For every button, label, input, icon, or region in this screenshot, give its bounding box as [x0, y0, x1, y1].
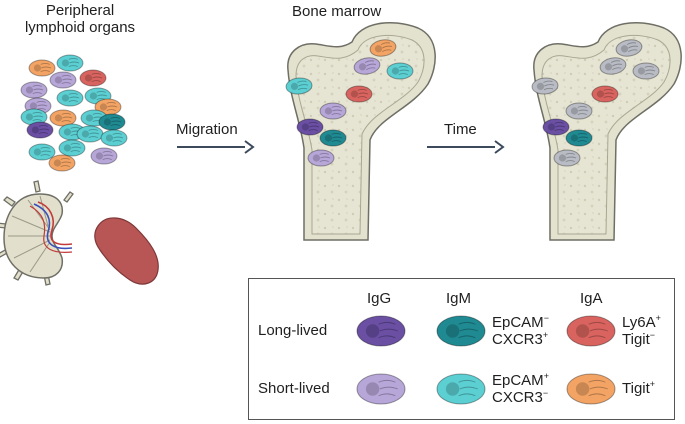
bone-cell-igm-short [285, 77, 313, 95]
cell-igg-short [49, 71, 77, 89]
legend-cell-igm-long [436, 315, 486, 347]
bone-cell-igg-short [307, 149, 335, 167]
cell-iga-short [28, 59, 56, 77]
legend-cell-iga-long [566, 315, 616, 347]
cell-iga-long [79, 69, 107, 87]
legend-iga-long-marker: Ly6A+ Tigit− [622, 313, 661, 349]
cell-igg-long [26, 121, 54, 139]
cell-iga-short [48, 154, 76, 172]
cell-igg-short [20, 81, 48, 99]
cell-igm-short [56, 54, 84, 72]
cell-igm-short [84, 87, 112, 105]
bone-cell-faded [553, 149, 581, 167]
bone-cell-igg-long [296, 118, 324, 136]
legend-cell-igm-short [436, 373, 486, 405]
bone-marrow-before [285, 22, 436, 241]
spleen-icon [94, 217, 159, 285]
bone-cell-iga-long [591, 85, 619, 103]
lymph-node-icon [0, 180, 74, 286]
bone-cell-faded [599, 57, 627, 75]
bone-cell-faded [565, 102, 593, 120]
bone-cell-igm-long [319, 129, 347, 147]
time-arrow [427, 140, 505, 154]
legend-box [248, 278, 675, 420]
cell-iga-short [49, 109, 77, 127]
bone-cell-igm-short [386, 62, 414, 80]
cell-igm-short [76, 125, 104, 143]
bone-marrow-after [531, 22, 682, 241]
legend-row-short: Short-lived [258, 380, 330, 397]
migration-label: Migration [176, 121, 238, 138]
bone-cell-igg-short [353, 57, 381, 75]
bone-cell-faded [615, 39, 643, 57]
legend-col-iga: IgA [580, 290, 603, 307]
time-label: Time [444, 121, 477, 138]
bone-cell-iga-short [369, 39, 397, 57]
bone-cell-igg-long [542, 118, 570, 136]
cell-igm-short [58, 139, 86, 157]
legend-cell-igg-short [356, 373, 406, 405]
legend-row-long: Long-lived [258, 322, 328, 339]
cell-igm-short [56, 89, 84, 107]
legend-col-igm: IgM [446, 290, 472, 307]
bone-cell-igm-long [565, 129, 593, 147]
peripheral-title: Peripheral lymphoid organs [0, 2, 160, 36]
legend-igm-long-marker: EpCAM− CXCR3+ [492, 313, 549, 349]
bone-cell-igg-short [319, 102, 347, 120]
bone-cell-faded [632, 62, 660, 80]
legend-igm-short-marker: EpCAM+ CXCR3− [492, 371, 549, 407]
legend-col-igg: IgG [367, 290, 392, 307]
bone-cell-iga-long [345, 85, 373, 103]
bone-cell-faded [531, 77, 559, 95]
peripheral-cell-cluster [20, 54, 128, 172]
cell-igm-short [28, 143, 56, 161]
cell-igm-long [98, 113, 126, 131]
bone-marrow-title: Bone marrow [292, 3, 382, 20]
cell-igm-short [100, 129, 128, 147]
legend-iga-short-marker: Tigit+ [622, 379, 656, 398]
peripheral-title-line1: Peripheral [45, 2, 115, 19]
legend-cell-iga-short [566, 373, 616, 405]
peripheral-title-line2: lymphoid organs [24, 19, 136, 36]
cell-igg-short [90, 147, 118, 165]
legend-cell-igg-long [356, 315, 406, 347]
cell-igm-short [20, 108, 48, 126]
migration-arrow [177, 140, 255, 154]
